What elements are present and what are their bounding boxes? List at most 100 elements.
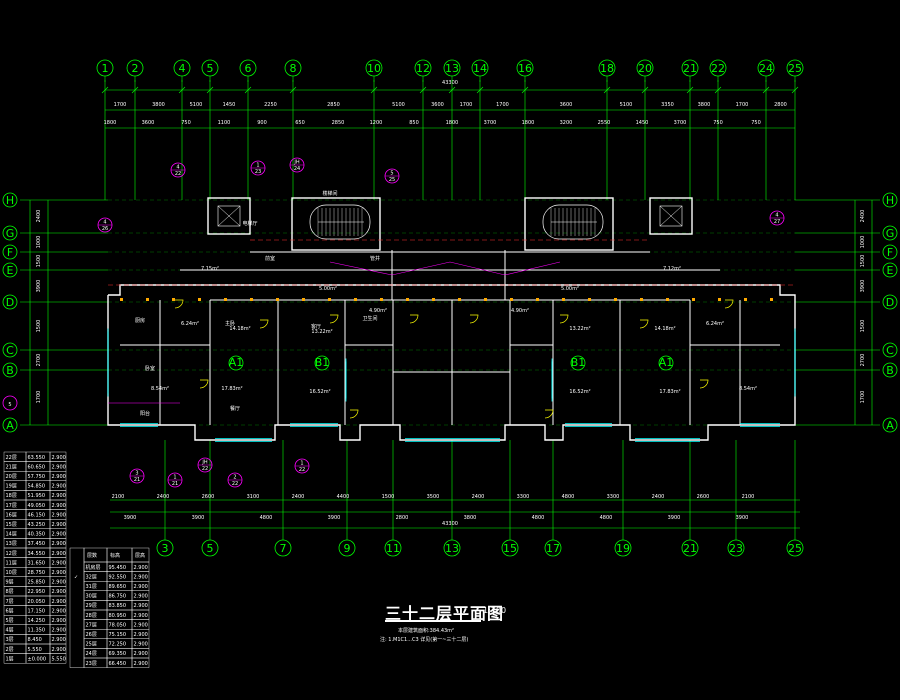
door-swing	[699, 379, 709, 389]
axis-label-bottom: 15	[503, 542, 517, 555]
height-table-text: 5.550	[52, 656, 66, 662]
axis-label-top: 10	[367, 62, 381, 75]
dim-text-top-row2: 900	[257, 120, 267, 126]
axis-grid-lines	[20, 80, 880, 540]
height-table-text: 8.450	[28, 637, 42, 643]
height-table-text: 7层	[6, 599, 14, 605]
magenta-leader	[329, 261, 561, 276]
height-table-text: 28层	[86, 613, 97, 619]
dim-text-right: 2700	[860, 354, 866, 367]
axis-bubble-bottom	[501, 539, 519, 557]
height-table-text: 20层	[6, 474, 17, 480]
height-table-header-text: 标高	[110, 552, 120, 559]
axis-bubble-bottom	[274, 539, 292, 557]
height-table-text: 66.450	[109, 661, 127, 667]
dim-tick	[476, 86, 484, 94]
detail-callout-number: 4	[775, 213, 778, 219]
room-area-label: 5.00m²	[561, 286, 579, 292]
room-area-label: 16.52m²	[569, 389, 590, 395]
dim-text-top-row2: 3600	[142, 120, 155, 126]
detail-callout-sheet: 23	[255, 169, 261, 175]
height-table-text: 2.900	[52, 532, 66, 538]
dim-text-bottom-row2: 3300	[517, 494, 530, 500]
height-table-text: 2.900	[52, 474, 66, 480]
axis-label-left: B	[6, 364, 14, 377]
axis-bubble-bottom	[544, 539, 562, 557]
detail-callout-number: 2	[233, 475, 236, 481]
dim-text-bottom-row1: 3900	[328, 515, 341, 521]
height-table-text: 34.550	[28, 551, 46, 557]
column-marker	[718, 298, 721, 301]
dim-text-left: 1500	[36, 320, 42, 333]
dim-text-bottom-row2: 2400	[652, 494, 665, 500]
dim-text-bottom-row2: 2400	[472, 494, 485, 500]
dim-text-right: 3900	[860, 280, 866, 293]
dim-text-bottom-row2: 2600	[202, 494, 215, 500]
height-table-text: 57.750	[28, 474, 46, 480]
axis-label-bottom: 17	[546, 542, 560, 555]
height-table-text: 5层	[6, 618, 14, 624]
axis-label-top: 13	[445, 62, 459, 75]
dim-text-left: 1000	[36, 236, 42, 249]
axis-label-right: F	[887, 246, 893, 259]
column-marker	[328, 298, 331, 301]
height-table-text: 40.350	[28, 532, 46, 538]
height-table-text: 2.900	[52, 608, 66, 614]
dim-tick	[714, 86, 722, 94]
column-marker	[146, 298, 149, 301]
axis-bubble-left	[2, 244, 18, 260]
height-table-text: 8层	[6, 589, 14, 595]
axis-bubble-left	[2, 362, 18, 378]
dim-tick	[131, 86, 139, 94]
axis-bubble-bottom	[384, 539, 402, 557]
height-table-text: 37.450	[28, 541, 46, 547]
dim-text-top-row2: 2850	[332, 120, 345, 126]
axis-label-right: C	[886, 344, 894, 357]
door-swing	[544, 409, 554, 419]
detail-callout-sheet: 22	[202, 466, 208, 472]
column-marker	[744, 298, 747, 301]
dim-text-left: 2400	[36, 210, 42, 223]
room-name-label: 卧室	[145, 365, 155, 372]
height-table-text: 92.550	[109, 574, 127, 580]
door-swing	[409, 314, 419, 324]
height-table-text: 22.950	[28, 589, 46, 595]
dim-text-top-row2: 3700	[674, 120, 687, 126]
height-table-text: 4层	[6, 628, 14, 634]
column-marker	[380, 298, 383, 301]
dim-text-top-row2: 1800	[522, 120, 535, 126]
room-area-label: 17.83m²	[659, 389, 680, 395]
height-table-text: 2.900	[52, 599, 66, 605]
dim-tick	[603, 86, 611, 94]
dim-tick	[178, 86, 186, 94]
room-name-label: 楼梯间	[322, 190, 337, 197]
dim-text-top-row1: 5100	[392, 102, 405, 108]
height-table-text: 95.450	[109, 565, 127, 571]
height-table-text: 17层	[6, 503, 17, 509]
height-table-text: 23层	[86, 661, 97, 667]
unit-type-label: B1	[571, 356, 586, 369]
dim-text-bottom-row2: 3100	[247, 494, 260, 500]
height-table-text: 46.150	[28, 512, 46, 518]
axis-label-bottom: 23	[729, 542, 743, 555]
room-area-label: 8.54m²	[151, 386, 169, 392]
axis-bubble-bottom	[201, 539, 219, 557]
height-table-text: 13层	[6, 541, 17, 547]
axis-label-left: C	[6, 344, 14, 357]
axis-bubble-bottom	[727, 539, 745, 557]
axis-label-left: E	[7, 264, 14, 277]
axis-bubble-bottom	[614, 539, 632, 557]
dim-tick	[101, 86, 109, 94]
axis-bubble-right	[882, 342, 898, 358]
room-area-label: 16.52m²	[309, 389, 330, 395]
column-marker	[640, 298, 643, 301]
dim-text-top-row1: 3600	[431, 102, 444, 108]
height-table-check-column	[69, 547, 85, 668]
axis-label-right: G	[886, 227, 895, 240]
height-table-text: 2.900	[52, 560, 66, 566]
dim-text-left: 2700	[36, 354, 42, 367]
title-underline	[385, 620, 481, 622]
detail-callout-number: 4	[176, 165, 179, 171]
dim-text-top-row1: 1700	[496, 102, 509, 108]
axis-label-top: 21	[683, 62, 697, 75]
